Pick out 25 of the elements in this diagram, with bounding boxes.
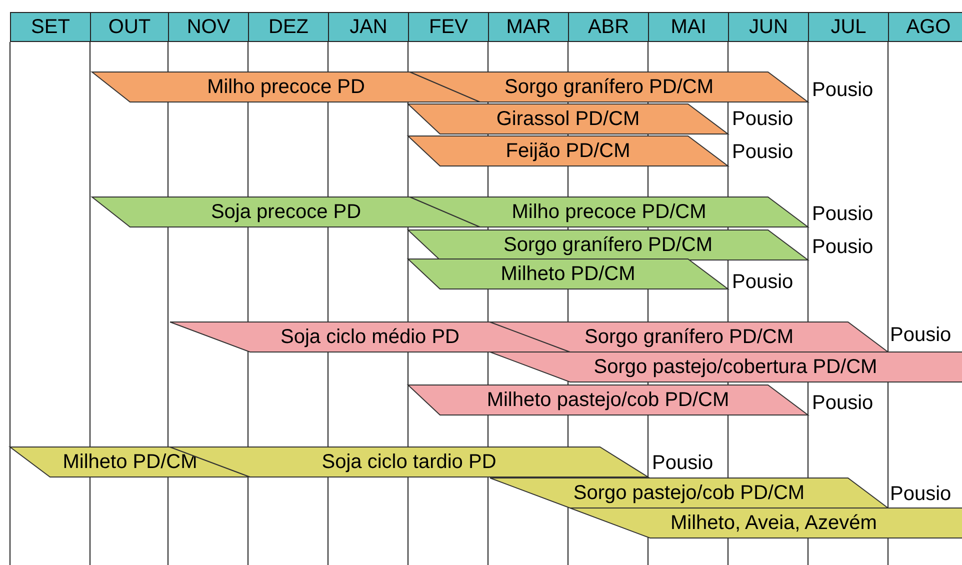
month-header: ABR [568,12,649,42]
month-header: SET [10,12,91,42]
month-header: JAN [328,12,409,42]
crop-bar: Girassol PD/CM [408,104,728,134]
crop-bar: Feijão PD/CM [408,136,728,166]
month-header: MAR [488,12,569,42]
month-header: JUL [808,12,889,42]
crop-bar: Milheto, Aveia, Azevém [570,508,962,538]
crop-bar: Sorgo granífero PD/CM [408,230,808,260]
crop-bar: Milho precoce PD [92,72,480,102]
month-header: OUT [90,12,169,42]
month-header: JUN [728,12,809,42]
crop-bar: Milheto PD/CM [408,259,728,289]
crop-bar: Milheto pastejo/cob PD/CM [408,385,808,415]
month-header: FEV [408,12,489,42]
month-header: AGO [888,12,962,42]
crop-bar: Sorgo granífero PD/CM [410,72,808,102]
month-header: MAI [648,12,729,42]
crop-bar: Sorgo pastejo/cob PD/CM [490,478,888,508]
month-header: DEZ [248,12,329,42]
crop-bar: Milho precoce PD/CM [410,197,808,227]
crop-bar: Sorgo pastejo/cobertura PD/CM [490,352,962,382]
crop-bar: Soja precoce PD [92,197,480,227]
month-header: NOV [168,12,249,42]
crop-bar: Sorgo granífero PD/CM [490,322,888,352]
